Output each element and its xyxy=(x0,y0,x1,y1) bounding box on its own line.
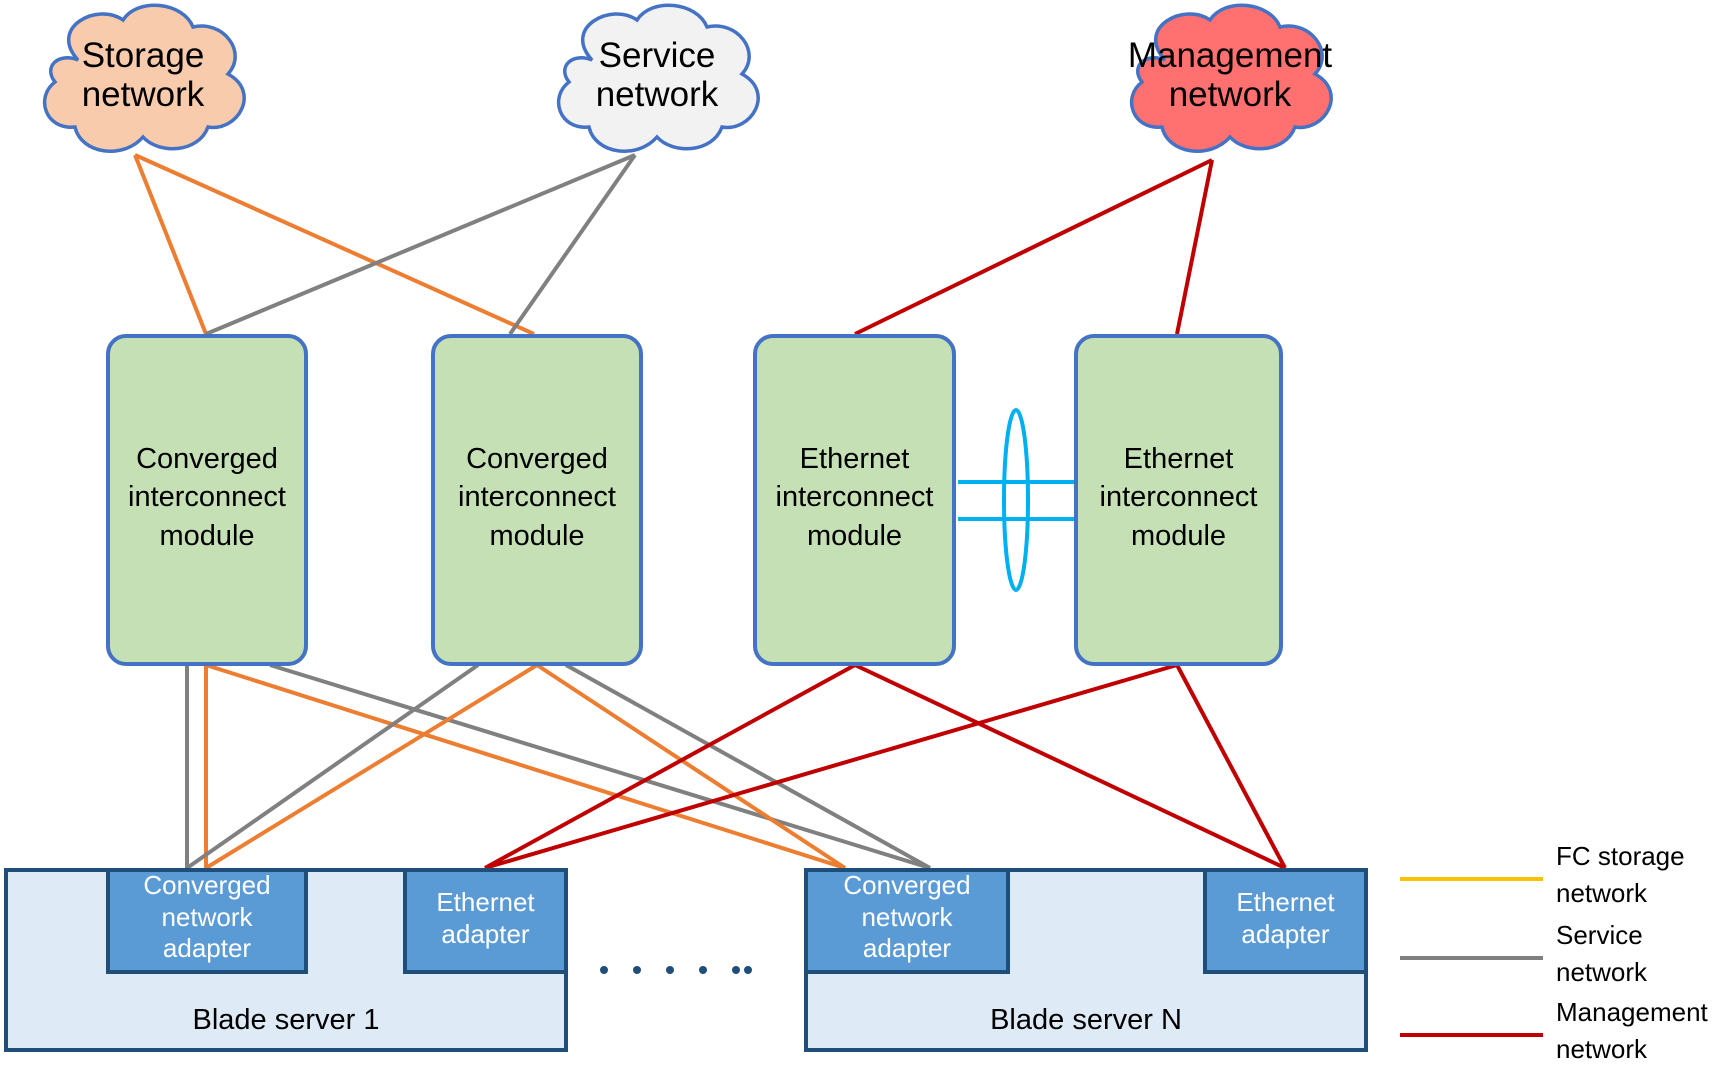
management-network-label: Management network xyxy=(1127,36,1333,115)
module-converged-1 xyxy=(106,334,308,666)
link-management-to-ethernet-2 xyxy=(1175,159,1214,335)
legend-fc-storage-label: FC storage network xyxy=(1556,841,1685,908)
blade-1-eth-label: Ethernet adapter xyxy=(436,887,535,949)
service-network-label: Service network xyxy=(595,36,719,115)
converged-module-2-label: Converged interconnect module xyxy=(458,443,616,552)
blade-n-cna-label: Converged network adapter xyxy=(843,870,971,964)
link-ethernet-1-to-blade-1-eth xyxy=(484,663,856,870)
blade-1-ethernet-adapter xyxy=(403,868,568,974)
module-ethernet-2 xyxy=(1074,334,1283,666)
link-converged-1-to-blade-1-cna xyxy=(185,665,208,868)
stack-link-ellipse-icon xyxy=(1002,408,1030,592)
link-service-to-converged-1 xyxy=(205,153,636,336)
blade-n-eth-label: Ethernet adapter xyxy=(1236,887,1335,949)
ethernet-module-1-label: Ethernet interconnect module xyxy=(775,443,934,552)
link-converged-1-to-blade-n-cna xyxy=(205,663,931,870)
link-converged-2-to-blade-1-cna xyxy=(185,663,539,870)
link-converged-2-to-blade-n-cna xyxy=(535,663,931,870)
storage-network-label: Storage network xyxy=(81,36,205,115)
blade-server-1-label: Blade server 1 xyxy=(192,1004,380,1036)
module-ethernet-1 xyxy=(753,334,956,666)
link-service-to-converged-2 xyxy=(508,153,637,336)
link-management-to-ethernet-1 xyxy=(854,158,1213,336)
converged-module-1-label: Converged interconnect module xyxy=(128,443,286,552)
blade-server-n-label: Blade server N xyxy=(990,1004,1182,1036)
blade-1-cna-label: Converged network adapter xyxy=(143,870,271,964)
link-storage-to-converged-2 xyxy=(134,153,535,336)
ellipsis-dots-icon xyxy=(600,966,752,974)
module-converged-2 xyxy=(431,334,643,666)
link-ethernet-2-to-blade-n-eth xyxy=(1175,664,1287,869)
blade-1-converged-network-adapter xyxy=(106,868,308,974)
link-storage-to-converged-1 xyxy=(133,154,208,335)
legend-management-label: Management network xyxy=(1556,997,1708,1064)
stack-link xyxy=(958,408,1074,592)
ethernet-module-2-label: Ethernet interconnect module xyxy=(1099,443,1258,552)
blade-n-converged-network-adapter xyxy=(804,868,1010,974)
link-ethernet-2-to-blade-1-eth xyxy=(484,663,1178,870)
link-ethernet-1-to-blade-n-eth xyxy=(854,663,1286,870)
legend-service-label: Service network xyxy=(1556,920,1648,987)
blade-n-ethernet-adapter xyxy=(1203,868,1368,974)
